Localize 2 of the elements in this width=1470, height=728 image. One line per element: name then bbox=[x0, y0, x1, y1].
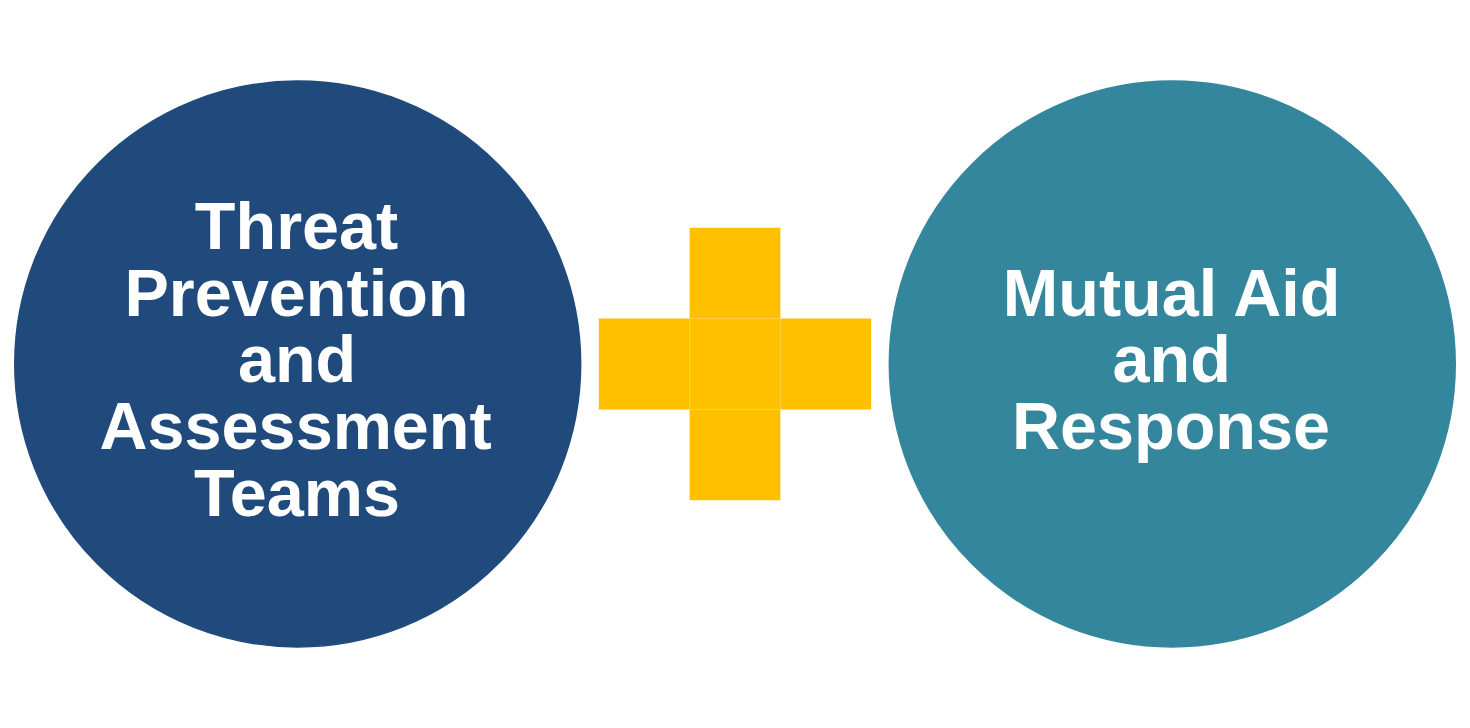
node-circle: Mutual Aid and Response bbox=[888, 80, 1456, 648]
node-circle: Threat Prevention and Assessment Teams bbox=[14, 80, 582, 648]
